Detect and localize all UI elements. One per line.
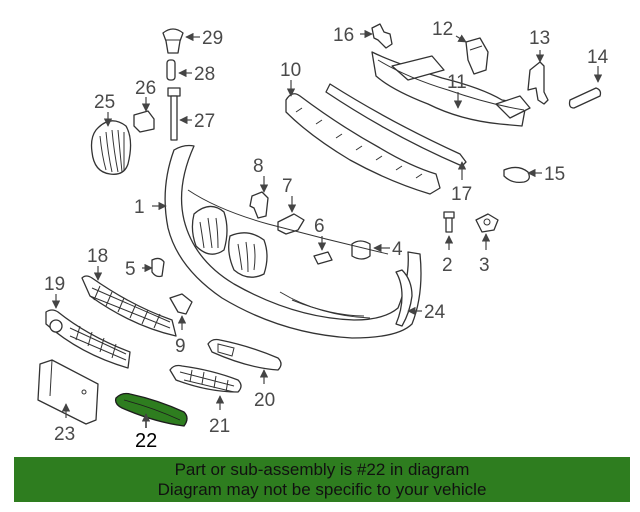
callout-16: 16 — [333, 25, 354, 46]
callout-6: 6 — [314, 216, 325, 237]
part-4-sensor-holder — [351, 240, 371, 260]
part-18-center-grille — [81, 275, 177, 337]
callout-28: 28 — [194, 64, 215, 85]
part-25-kidney-grille — [90, 120, 132, 175]
part-13-bracket — [527, 61, 549, 105]
part-3-nut — [475, 213, 499, 233]
parts-diagram: 29 28 27 26 25 16 12 13 1 — [37, 19, 609, 452]
part-16-clip — [371, 23, 393, 49]
part-28-pin — [166, 59, 176, 81]
callout-29: 29 — [202, 28, 223, 49]
part-27-bolt — [167, 87, 181, 141]
banner-line-1: Part or sub-assembly is #22 in diagram — [174, 460, 470, 479]
part-6-bracket — [313, 251, 333, 265]
part-29-push-clip — [162, 28, 184, 54]
banner-line-2: Diagram may not be specific to your vehi… — [157, 480, 487, 499]
callout-21: 21 — [209, 416, 230, 437]
callout-12: 12 — [432, 19, 453, 40]
callout-5: 5 — [125, 259, 136, 280]
part-21-side-grille — [169, 364, 242, 393]
part-8-bracket — [249, 191, 269, 219]
callout-15: 15 — [544, 164, 565, 185]
callout-27: 27 — [194, 111, 215, 132]
part-19-lower-grille — [45, 309, 131, 369]
part-9-clip — [169, 293, 193, 315]
callout-3: 3 — [479, 255, 490, 276]
callout-17: 17 — [451, 184, 472, 205]
callout-13: 13 — [529, 28, 550, 49]
part-26-bracket — [133, 110, 155, 133]
callout-20: 20 — [254, 390, 275, 411]
part-23-license-bracket — [37, 359, 99, 425]
callout-14: 14 — [587, 47, 609, 68]
part-1-bumper-cover — [164, 144, 422, 339]
callout-2: 2 — [442, 255, 453, 276]
part-2-screw — [443, 211, 455, 233]
callout-4: 4 — [392, 239, 403, 260]
callout-22: 22 — [135, 430, 157, 452]
part-10-energy-absorber — [285, 93, 441, 195]
part-5-clip — [151, 257, 165, 278]
info-banner: Part or sub-assembly is #22 in diagram D… — [14, 457, 630, 502]
callout-24: 24 — [424, 302, 446, 323]
callout-8: 8 — [253, 156, 264, 177]
callout-9: 9 — [175, 336, 186, 357]
callout-10: 10 — [280, 60, 301, 81]
part-14-absorber-pad — [568, 87, 602, 109]
part-20-fog-trim — [207, 338, 282, 371]
callout-11: 11 — [447, 72, 467, 93]
part-22-lower-trim-highlighted — [114, 392, 188, 427]
callout-18: 18 — [87, 246, 108, 267]
part-12-bracket — [465, 37, 489, 75]
callout-25: 25 — [94, 92, 115, 113]
part-7-bracket — [277, 213, 305, 235]
callout-26: 26 — [135, 78, 156, 99]
callout-23: 23 — [54, 424, 75, 445]
callout-1: 1 — [134, 197, 145, 218]
part-15-cover — [503, 166, 530, 184]
callout-7: 7 — [282, 176, 293, 197]
callout-19: 19 — [44, 274, 65, 295]
part-11-bumper-carrier — [371, 51, 531, 127]
